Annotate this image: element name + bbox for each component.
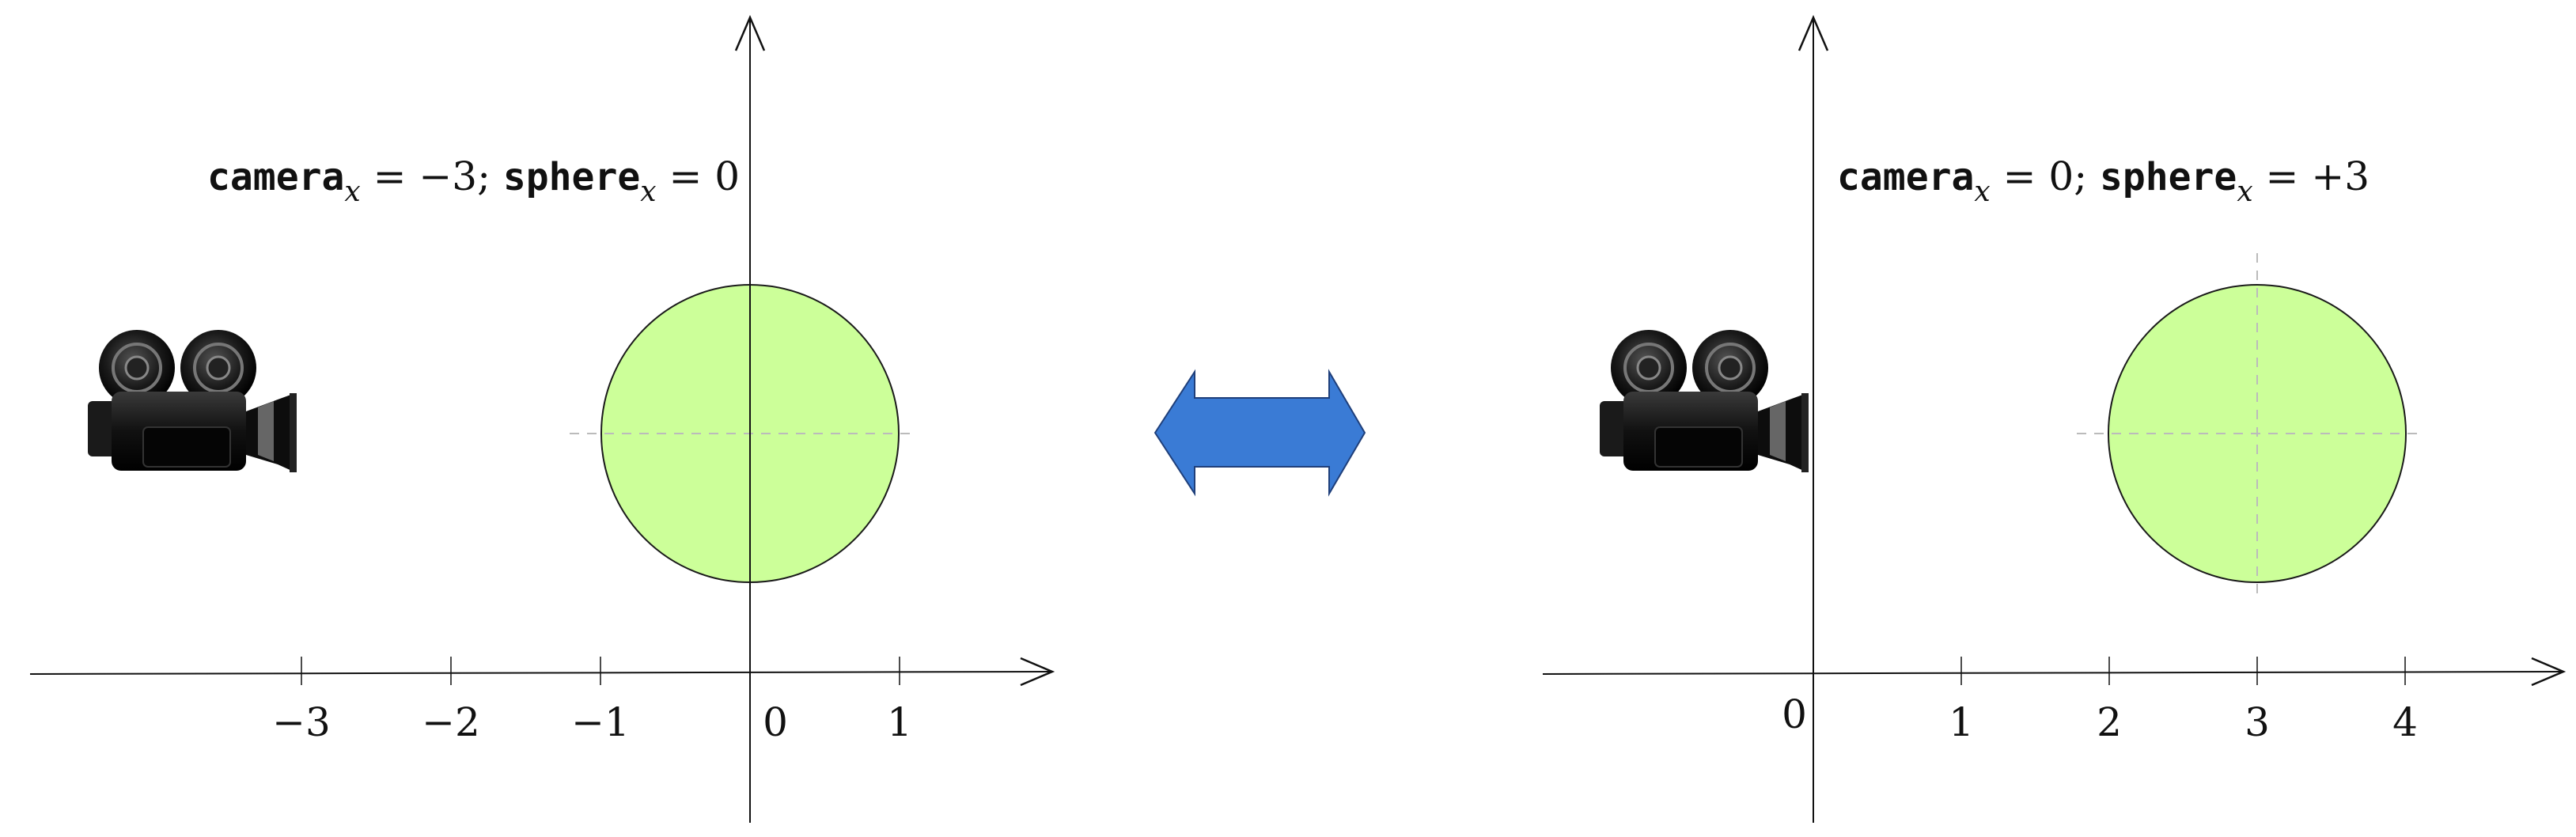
double-arrow-icon [1154, 369, 1366, 497]
x-tick-label: 1 [1949, 699, 1974, 745]
x-axis-arrowhead [1020, 657, 1055, 687]
equation-label: camerax = 0; spherex = +3 [1837, 153, 2370, 208]
movie-camera-icon [1600, 328, 1810, 474]
x-tick-label: 0 [1782, 691, 1807, 737]
x-tick-label: 0 [763, 699, 788, 745]
x-tick-label: 3 [2245, 699, 2270, 745]
x-tick-label: −2 [422, 699, 480, 745]
x-axis [29, 671, 1053, 675]
x-tick-label: 2 [2097, 699, 2122, 745]
x-tick-label: −1 [571, 699, 630, 745]
equation-label: camerax = −3; spherex = 0 [207, 153, 740, 208]
x-tick-label: 1 [887, 699, 912, 745]
panel-left: −3 −2 −1 0 1 camerax = −3; spherex = 0 [29, 14, 1055, 823]
x-axis-arrowhead [2531, 657, 2567, 687]
x-axis [1542, 671, 2564, 675]
x-tick-label: −3 [272, 699, 331, 745]
y-axis-arrowhead [1798, 14, 1829, 51]
x-tick-label: 4 [2392, 699, 2418, 745]
panel-right: 0 1 2 3 4 camerax = 0; spherex = +3 [1542, 14, 2567, 823]
y-axis-arrowhead [734, 14, 766, 51]
movie-camera-icon [88, 328, 298, 474]
